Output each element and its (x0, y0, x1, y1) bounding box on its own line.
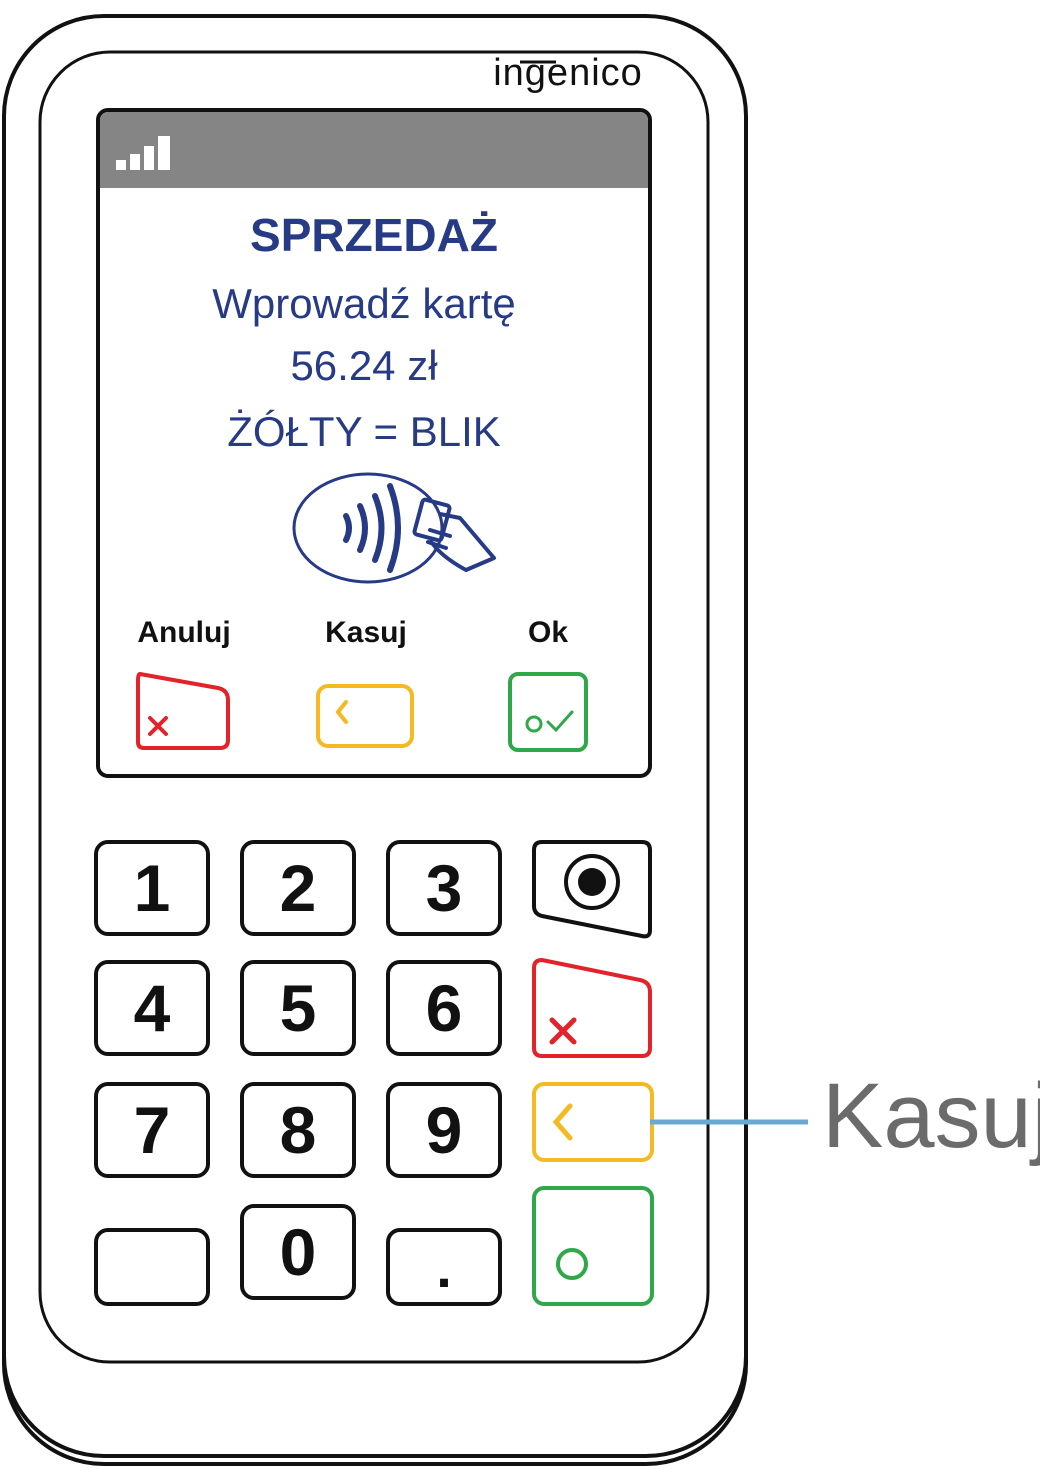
contactless-icon (292, 472, 496, 584)
softkey-label-ok: Ok (527, 616, 569, 649)
key-dot[interactable]: . (386, 1228, 502, 1306)
screen-title: SPRZEDAŻ (250, 209, 498, 261)
cancel-key[interactable] (530, 956, 656, 1060)
key-5[interactable]: 5 (240, 960, 356, 1056)
brand-logo: ingenico (493, 52, 643, 94)
ok-key[interactable] (530, 1184, 656, 1308)
signal-strength-icon (116, 136, 170, 170)
clear-softkey[interactable] (314, 682, 418, 752)
clear-key[interactable] (530, 1080, 656, 1164)
softkey-label-anuluj: Anuluj (137, 616, 231, 649)
key-3[interactable]: 3 (386, 840, 502, 936)
circle-icon (556, 1248, 588, 1280)
x-icon (148, 716, 168, 736)
key-blank[interactable] (94, 1228, 210, 1306)
circle-check-icon (525, 710, 574, 733)
key-0[interactable]: 0 (240, 1204, 356, 1300)
screen-prompt: Wprowadź kartę (212, 280, 516, 327)
key-7[interactable]: 7 (94, 1082, 210, 1178)
key-8[interactable]: 8 (240, 1082, 356, 1178)
key-4[interactable]: 4 (94, 960, 210, 1056)
terminal-screen (96, 108, 652, 778)
chevron-left-icon (335, 700, 348, 724)
screen-amount: 56.24 zł (290, 342, 438, 389)
record-icon (564, 854, 620, 910)
screen-hint: ŻÓŁTY = BLIK (227, 408, 501, 455)
key-6[interactable]: 6 (386, 960, 502, 1056)
x-icon (549, 1017, 577, 1045)
key-2[interactable]: 2 (240, 840, 356, 936)
cancel-softkey[interactable] (132, 670, 236, 754)
softkey-label-kasuj: Kasuj (325, 616, 407, 649)
key-9[interactable]: 9 (386, 1082, 502, 1178)
callout-label: Kasuj (822, 1065, 1040, 1167)
key-1[interactable]: 1 (94, 840, 210, 936)
menu-key[interactable] (530, 838, 656, 944)
ok-softkey[interactable] (506, 670, 592, 754)
chevron-left-icon (552, 1103, 573, 1141)
callout-line (650, 1119, 808, 1125)
